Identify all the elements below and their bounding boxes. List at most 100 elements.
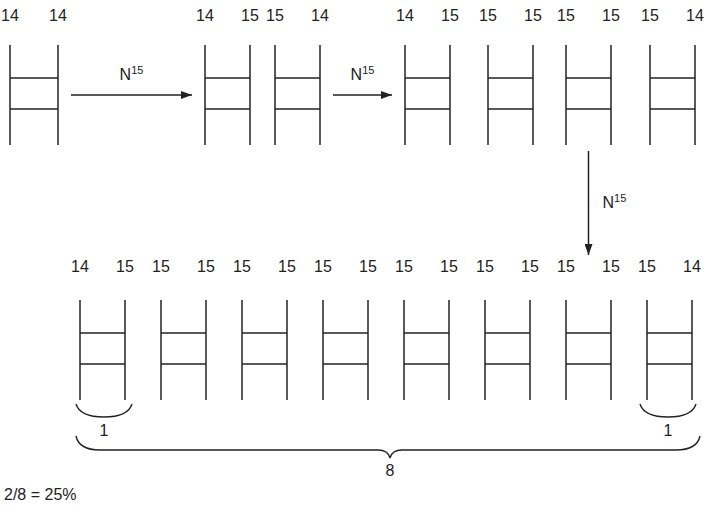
- isotope-number: 15: [152, 257, 170, 277]
- strand-line: [274, 45, 276, 145]
- ladder-strands: [68, 257, 137, 403]
- strand-line: [124, 300, 126, 400]
- strand-line: [610, 300, 612, 400]
- isotope-number: 15: [197, 257, 215, 277]
- strand-line: [691, 300, 693, 400]
- strand-line: [286, 300, 288, 400]
- strand-line: [694, 45, 696, 145]
- strand-line: [646, 300, 648, 400]
- isotope-number: 15: [314, 257, 332, 277]
- isotope-number: 15: [641, 6, 659, 26]
- isotope-label: N15: [601, 193, 629, 213]
- isotope-number: 15: [116, 257, 134, 277]
- strand-line: [484, 300, 486, 400]
- strand-line: [241, 300, 243, 400]
- base-pair-rung: [405, 77, 450, 78]
- base-pair-rung: [80, 332, 125, 333]
- percentage-note: 2/8 = 25%: [4, 485, 77, 505]
- isotope-number: 14: [49, 6, 67, 26]
- dna-duplex: 1515: [311, 257, 380, 403]
- replication-arrow: [588, 151, 590, 255]
- ladder-strands: [638, 6, 707, 148]
- strand-line: [532, 45, 534, 145]
- strand-line: [322, 300, 324, 400]
- ladder-strands: [0, 6, 70, 148]
- dna-duplex: 1414: [0, 6, 70, 148]
- strand-line: [610, 45, 612, 145]
- dna-duplex: 1514: [635, 257, 704, 403]
- ladder-strands: [393, 6, 462, 148]
- base-pair-rung: [405, 108, 450, 109]
- base-pair-rung: [566, 332, 611, 333]
- isotope-number: 15: [241, 6, 259, 26]
- ladder-strands: [149, 257, 218, 403]
- isotope-number: 14: [683, 257, 701, 277]
- dna-duplex: 1515: [476, 6, 545, 148]
- base-pair-rung: [323, 332, 368, 333]
- count-label: 1: [664, 421, 673, 441]
- base-pair-rung: [161, 363, 206, 364]
- isotope-number: 14: [71, 257, 89, 277]
- base-pair-rung: [10, 108, 58, 109]
- strand-line: [565, 45, 567, 145]
- dna-duplex: 1515: [149, 257, 218, 403]
- ladder-strands: [230, 257, 299, 403]
- dna-duplex: 1515: [554, 257, 623, 403]
- dna-duplex: 1515: [554, 6, 623, 148]
- strand-line: [367, 300, 369, 400]
- strand-line: [403, 300, 405, 400]
- strand-line: [9, 45, 11, 145]
- isotope-number: 15: [359, 257, 377, 277]
- isotope-number: 14: [396, 6, 414, 26]
- strand-line: [565, 300, 567, 400]
- dna-duplex: 1515: [392, 257, 461, 403]
- isotope-number: 15: [233, 257, 251, 277]
- strand-line: [449, 45, 451, 145]
- base-pair-rung: [242, 363, 287, 364]
- ladder-strands: [473, 257, 542, 403]
- base-pair-rung: [161, 332, 206, 333]
- large-brace: [76, 436, 700, 458]
- base-pair-rung: [488, 77, 533, 78]
- base-pair-rung: [242, 332, 287, 333]
- strand-line: [204, 45, 206, 145]
- isotope-label: N15: [349, 65, 377, 85]
- base-pair-rung: [404, 363, 449, 364]
- isotope-number: 15: [476, 257, 494, 277]
- base-pair-rung: [488, 108, 533, 109]
- strand-line: [79, 300, 81, 400]
- isotope-number: 14: [196, 6, 214, 26]
- isotope-number: 15: [602, 257, 620, 277]
- strand-line: [57, 45, 59, 145]
- isotope-number: 15: [521, 257, 539, 277]
- base-pair-rung: [404, 332, 449, 333]
- isotope-number: 15: [638, 257, 656, 277]
- base-pair-rung: [485, 363, 530, 364]
- ladder-strands: [476, 6, 545, 148]
- isotope-number: 15: [557, 6, 575, 26]
- isotope-number: 15: [278, 257, 296, 277]
- base-pair-rung: [647, 332, 692, 333]
- count-label: 8: [386, 461, 395, 481]
- dna-duplex: 1515: [230, 257, 299, 403]
- dna-duplex: 14 15: [193, 6, 262, 148]
- isotope-number: 15: [440, 257, 458, 277]
- isotope-number: 15: [395, 257, 413, 277]
- isotope-number: 15: [479, 6, 497, 26]
- isotope-number: 15: [557, 257, 575, 277]
- base-pair-rung: [566, 108, 611, 109]
- count-label: 1: [100, 421, 109, 441]
- small-brace: [640, 404, 696, 417]
- ladder-strands: [635, 257, 704, 403]
- replication-arrow: [333, 94, 392, 96]
- ladder-strands: [554, 257, 623, 403]
- isotope-number: 15: [441, 6, 459, 26]
- ladder-strands: [392, 257, 461, 403]
- isotope-number: 15: [266, 6, 284, 26]
- base-pair-rung: [566, 77, 611, 78]
- dna-duplex: 1515: [473, 257, 542, 403]
- strand-line: [404, 45, 406, 145]
- base-pair-rung: [323, 363, 368, 364]
- isotope-number: 14: [686, 6, 704, 26]
